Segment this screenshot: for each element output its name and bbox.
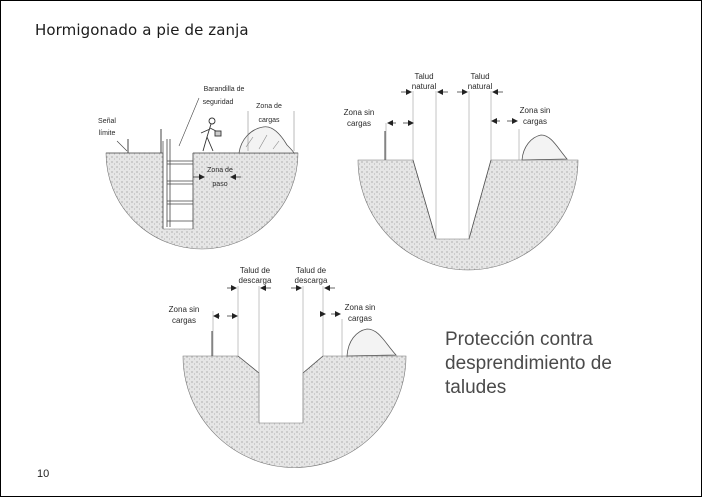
caption-line: Protección contra <box>445 329 593 350</box>
page-number: 10 <box>37 468 50 480</box>
diagram-railing-trench: Señal límite Barandilla de seguridad Zon… <box>98 86 299 250</box>
label-paso: paso <box>212 181 227 188</box>
label-talud-right: Talud <box>470 72 489 81</box>
label-talud-left: Talud <box>414 72 433 81</box>
caption-line: desprendimiento de <box>445 353 612 374</box>
label-zona-right: Zona sin <box>345 303 376 312</box>
caption-line: taludes <box>445 377 507 398</box>
diagram-natural-slope: Talud natural Talud natural Zona sin car… <box>344 72 579 271</box>
label-talud-left: Talud de <box>240 266 271 275</box>
cargo-pile-icon <box>238 126 295 154</box>
label-zona-left: Zona sin <box>169 305 200 314</box>
label-cargas-right: cargas <box>523 117 547 126</box>
label-zona-de: Zona de <box>256 103 282 110</box>
label-cargas-left: cargas <box>347 119 371 128</box>
label-seguridad: seguridad <box>203 99 234 106</box>
label-zona-left: Zona sin <box>344 108 375 117</box>
label-senal: Señal <box>98 118 116 125</box>
cargo-pile-icon <box>521 134 568 161</box>
label-cargas-left: cargas <box>172 316 196 325</box>
label-cargas-right: cargas <box>348 314 372 323</box>
safety-railing <box>166 139 193 227</box>
label-descarga-left: descarga <box>239 276 272 285</box>
label-limite: límite <box>99 130 116 137</box>
label-zona-right: Zona sin <box>520 106 551 115</box>
label-natural-right: natural <box>468 82 493 91</box>
worker-figure <box>200 117 222 152</box>
soil-section <box>182 355 407 468</box>
label-zona-de-paso: Zona de <box>207 167 233 174</box>
label-descarga-right: descarga <box>295 276 328 285</box>
label-talud-right: Talud de <box>296 266 327 275</box>
cargo-pile-icon <box>346 328 397 357</box>
soil-section <box>357 159 579 271</box>
caption-text: Protección contra desprendimiento de tal… <box>445 328 612 400</box>
label-natural-left: natural <box>412 82 437 91</box>
soil-section <box>105 152 299 250</box>
label-cargas: cargas <box>258 117 280 124</box>
page-title: Hormigonado a pie de zanja <box>35 21 249 39</box>
diagram-discharge-slope: Talud de descarga Talud de descarga Zona… <box>169 266 407 468</box>
label-barandilla: Barandilla de <box>204 86 245 93</box>
